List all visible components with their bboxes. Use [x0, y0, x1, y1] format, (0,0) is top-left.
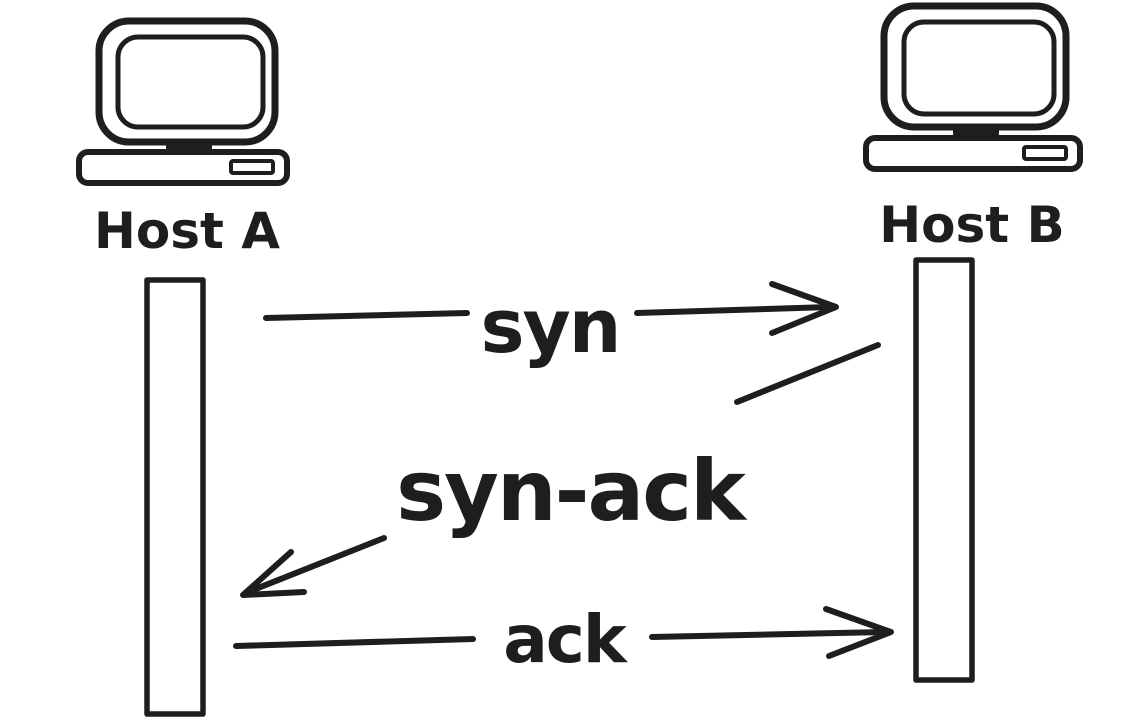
- syn-shaft-right: [634, 304, 833, 316]
- host-b-label: Host B: [879, 196, 1064, 254]
- message-syn-ack: syn-ack: [240, 342, 881, 598]
- actor-host-b: Host B: [863, 2, 1083, 683]
- message-ack: ack: [233, 601, 894, 678]
- right-arrowhead-icon: [823, 606, 894, 659]
- syn-ack-shaft-lower: [245, 535, 387, 595]
- monitor-neck: [166, 139, 212, 151]
- left-arrowhead-icon: [240, 549, 307, 598]
- monitor-screen: [115, 34, 266, 130]
- monitor-neck: [953, 125, 999, 137]
- host-a-label: Host A: [94, 202, 280, 260]
- computer-icon: [76, 17, 290, 186]
- syn-ack-label: syn-ack: [396, 442, 748, 540]
- base-slot: [1022, 145, 1068, 161]
- syn-label: syn: [481, 284, 620, 370]
- actor-host-a: Host A: [76, 17, 290, 717]
- computer-icon: [863, 2, 1083, 172]
- ack-label: ack: [503, 601, 629, 678]
- host-b-lifeline: [913, 257, 975, 683]
- syn-ack-shaft-upper: [734, 342, 881, 405]
- message-syn: syn: [263, 281, 839, 370]
- ack-shaft-left: [233, 636, 476, 649]
- base-slot: [229, 159, 275, 175]
- monitor-screen: [901, 19, 1057, 117]
- ack-shaft-right: [649, 629, 888, 640]
- host-a-lifeline: [144, 277, 206, 717]
- syn-shaft-left: [263, 310, 470, 321]
- right-arrowhead-icon: [769, 281, 839, 336]
